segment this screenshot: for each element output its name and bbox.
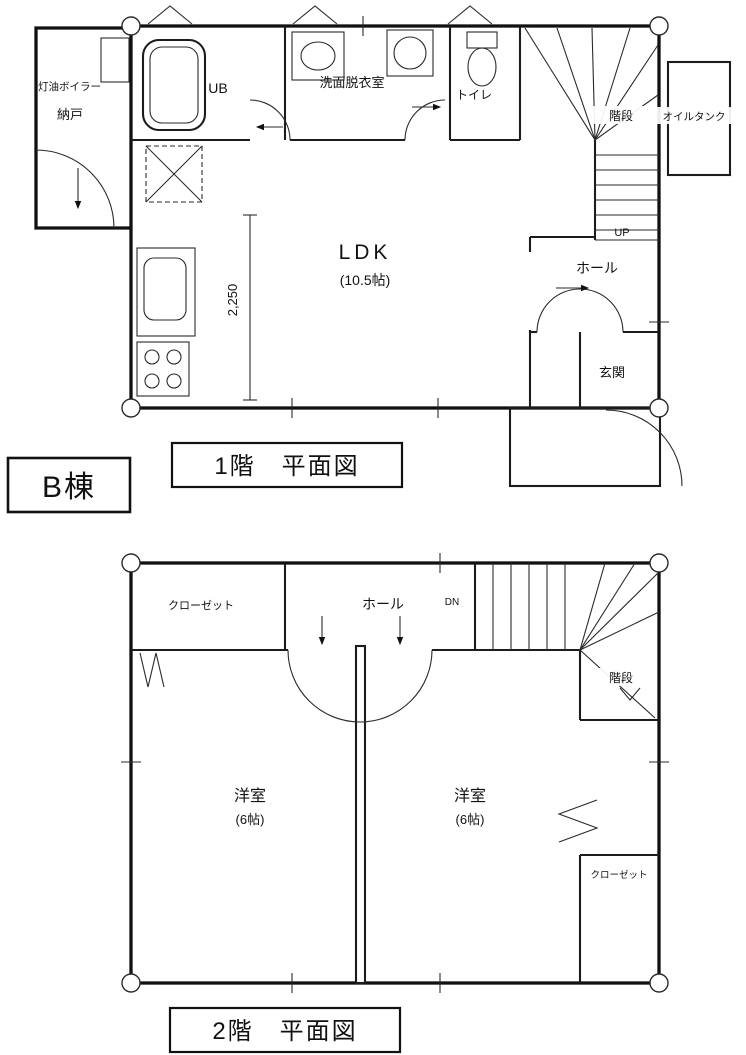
vanity-sink <box>291 31 345 81</box>
room-label-bath: UB <box>208 80 227 96</box>
room-label-boiler: 灯油ボイラー <box>38 80 101 93</box>
oil-tank-label-bg <box>654 107 734 124</box>
stairs-dn-label: DN <box>445 597 459 608</box>
floor2-title-box: 2階 平面図 <box>168 1006 402 1054</box>
direction-arrows-2f <box>318 616 404 646</box>
roof-vent-icons <box>147 5 493 25</box>
entrance-porch <box>508 406 662 488</box>
direction-arrows-1f <box>74 103 590 292</box>
floor2-interior-walls <box>131 563 659 983</box>
room-label-bedroom-left-size: (6帖) <box>236 812 265 827</box>
toilet-fixture <box>466 31 498 87</box>
stairs-label-bg-2f <box>592 668 650 686</box>
floor2-outer-walls <box>129 561 661 985</box>
closet-zigzag-right-icon <box>557 799 599 843</box>
room-label-hall-2f: ホール <box>362 596 404 612</box>
boiler-unit <box>100 37 130 83</box>
room-label-stairs-1f: 階段 <box>609 108 633 123</box>
stairs-up-label: UP <box>614 227 629 239</box>
floor1-outer-walls <box>34 24 661 410</box>
room-label-closet-right: クローゼット <box>590 869 647 881</box>
stove <box>136 341 190 397</box>
room-label-closet-left: クローゼット <box>168 599 234 612</box>
center-partition-wall <box>354 644 367 985</box>
room-label-bedroom-right: 洋室 <box>454 787 486 805</box>
room-label-toilet: トイレ <box>456 88 492 102</box>
hatch-square <box>145 145 203 203</box>
counter-dimension-line <box>243 214 257 401</box>
washing-machine <box>386 29 434 77</box>
building-label-box: B棟 <box>6 456 132 514</box>
wall-ticks-1f <box>291 16 669 418</box>
room-label-hall-1f: ホール <box>576 260 618 276</box>
kitchen-sink <box>136 247 196 337</box>
room-label-entrance: 玄関 <box>599 365 625 380</box>
counter-dimension-label: 2,250 <box>225 284 240 317</box>
wall-ticks-2f <box>121 553 669 993</box>
building-label: B棟 <box>42 471 96 504</box>
floor2-stairs <box>492 562 660 719</box>
room-label-bedroom-left: 洋室 <box>234 787 266 805</box>
room-label-stairs-2f: 階段 <box>609 670 633 685</box>
room-label-ldk-size: (10.5帖) <box>340 272 391 288</box>
floor1-title: 1階 平面図 <box>214 453 359 480</box>
room-label-ldk: LDK <box>339 241 392 264</box>
floor2-plan: クローゼット ホール DN 階段 洋室 (6帖) 洋室 (6帖) クローゼット <box>121 553 669 993</box>
floor1-door-arcs <box>35 99 683 487</box>
room-label-storage: 納戸 <box>57 107 83 122</box>
floor1-title-box: 1階 平面図 <box>170 441 404 489</box>
floor2-title: 2階 平面図 <box>212 1018 357 1045</box>
bathtub <box>141 38 207 132</box>
room-label-washroom: 洗面脱衣室 <box>319 75 384 90</box>
floor1-plan: 灯油ボイラー 納戸 UB 洗面脱衣室 トイレ 階段 オイルタンク UP ホール … <box>34 5 734 488</box>
hall-door-arc-2f <box>287 649 433 723</box>
floor1-stairs <box>524 27 659 241</box>
closet-zigzag-left-icon <box>139 652 165 688</box>
corner-markers-2f <box>121 553 669 993</box>
room-label-bedroom-right-size: (6帖) <box>456 812 485 827</box>
room-label-oil-tank: オイルタンク <box>663 111 726 123</box>
corner-markers-1f <box>121 16 669 418</box>
stairs-label-bg-1f <box>592 106 650 124</box>
